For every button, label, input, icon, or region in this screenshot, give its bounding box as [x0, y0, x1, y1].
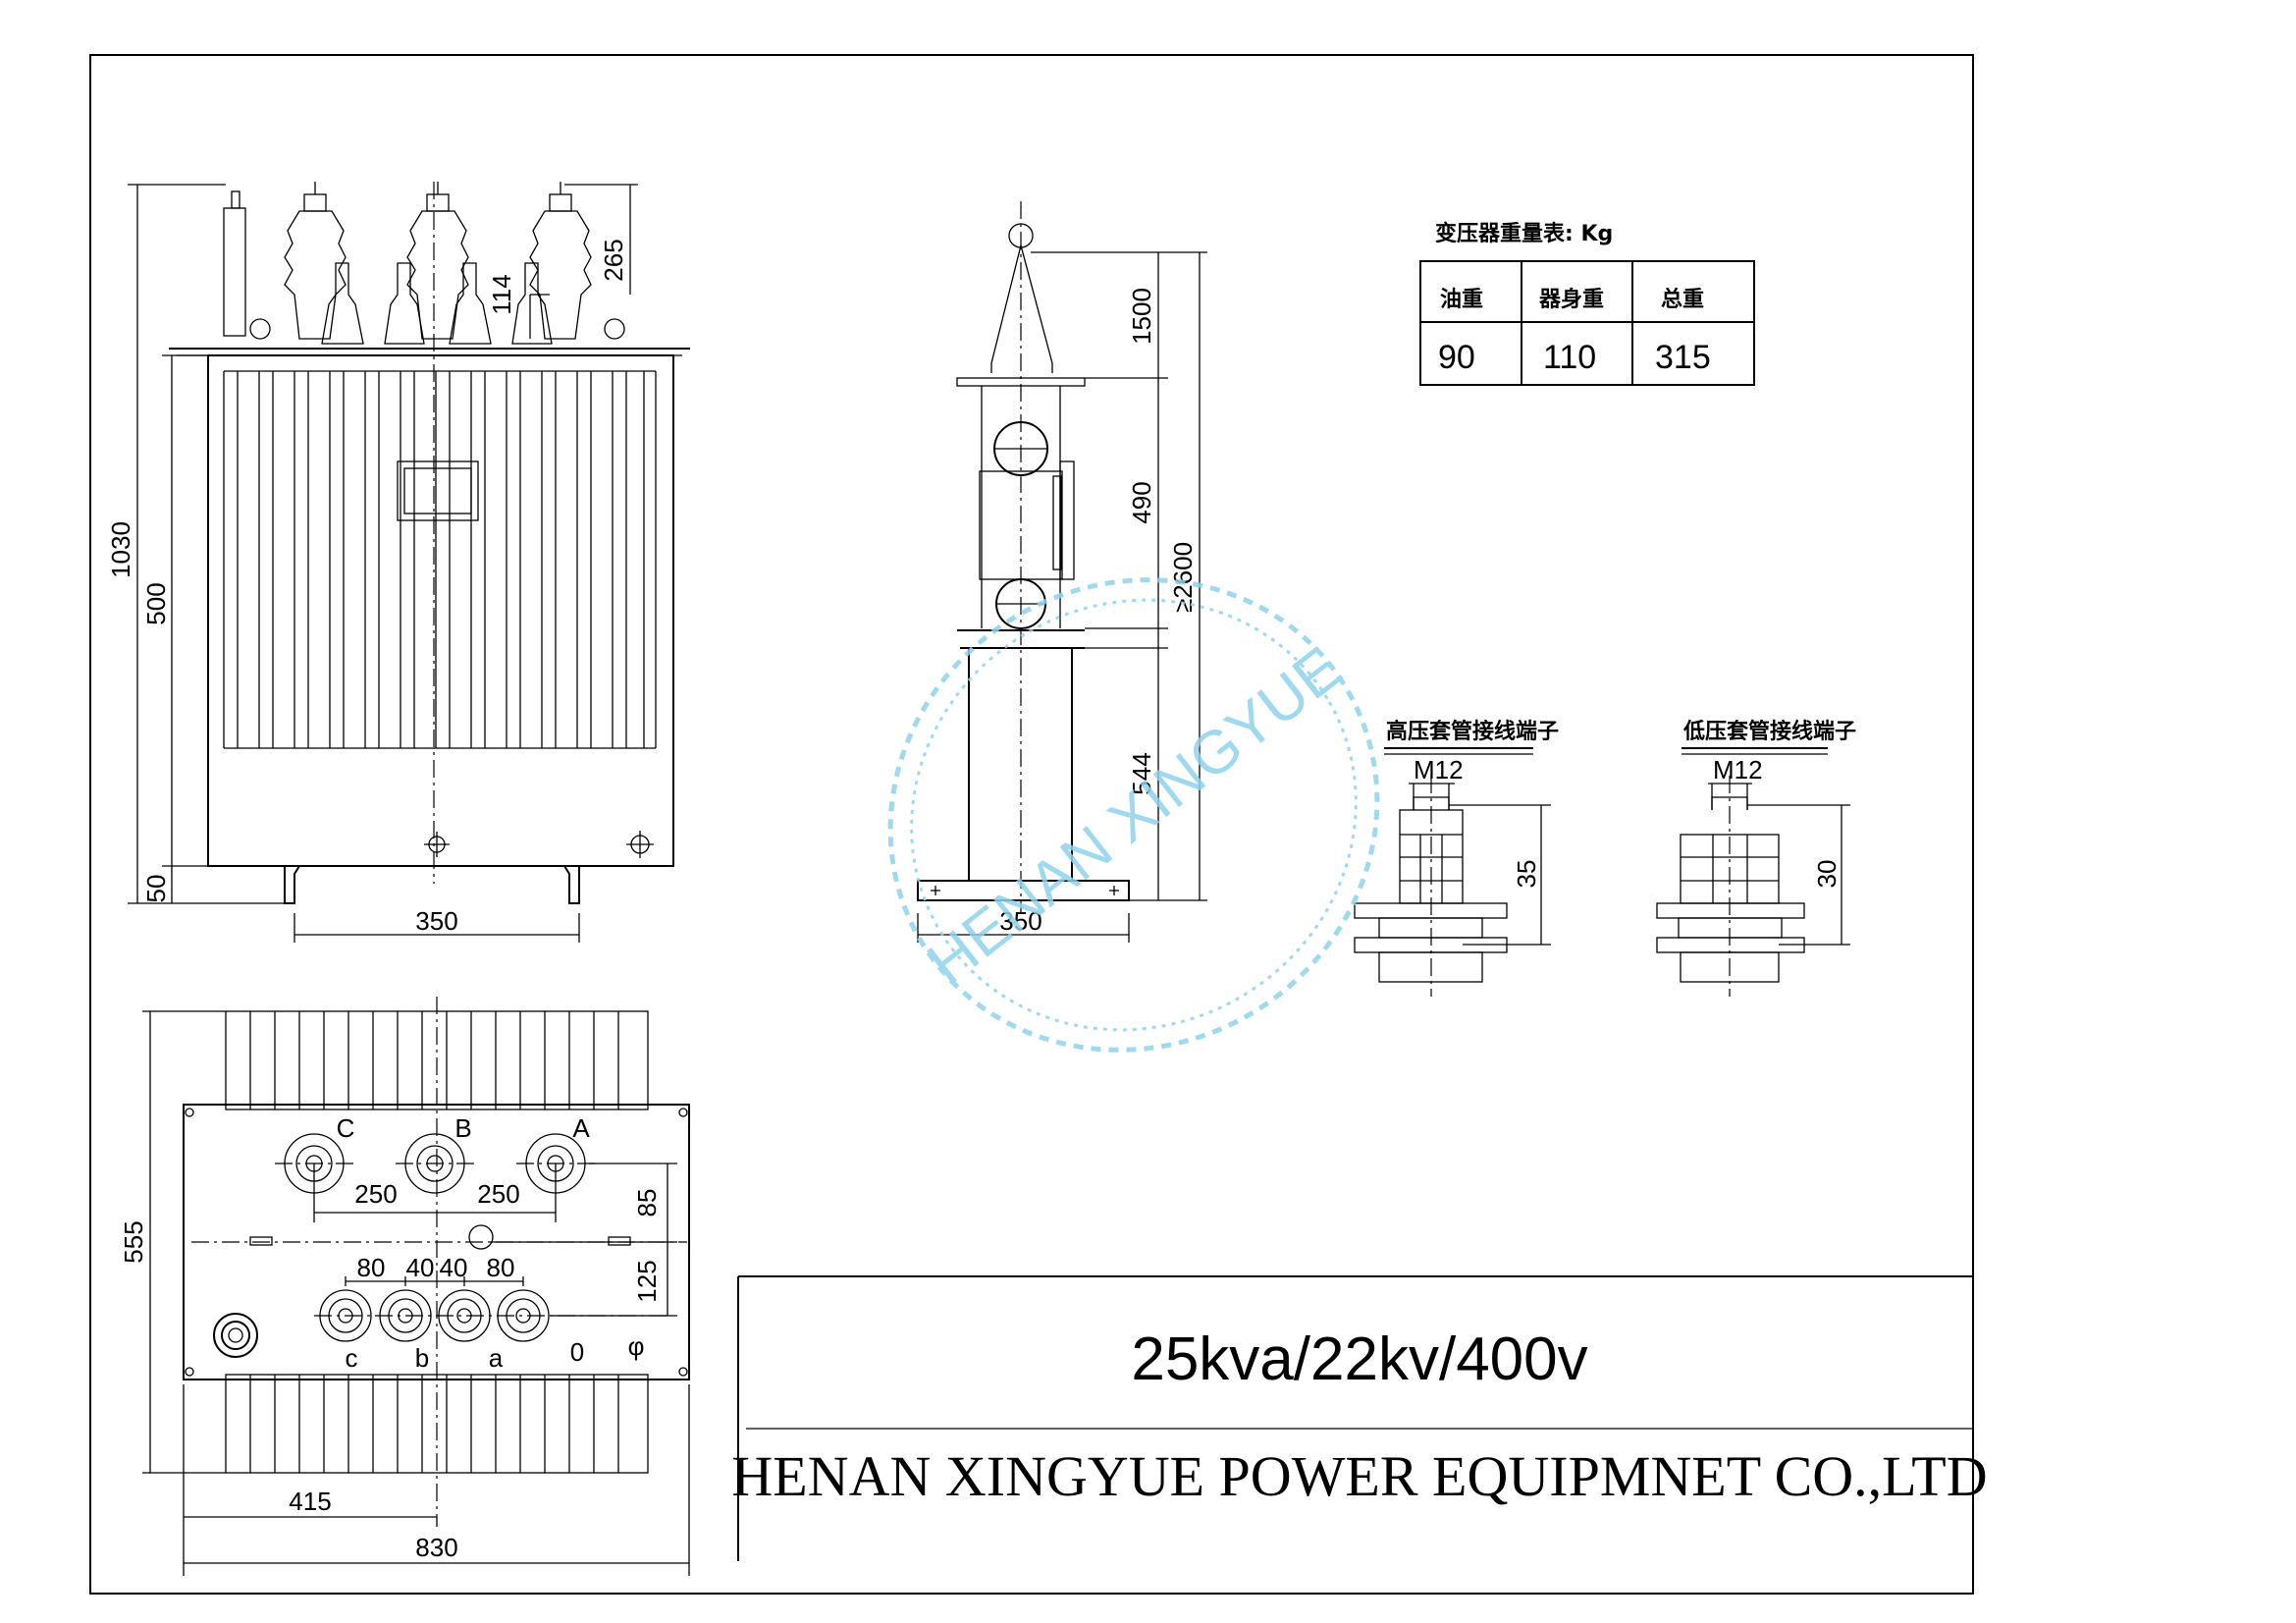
dim-125: 125 — [632, 1260, 662, 1302]
lv-terminal-height: 30 — [1812, 860, 1842, 889]
weight-table-title: 变压器重量表: Kg — [1435, 221, 1613, 246]
weight-header-body: 器身重 — [1538, 287, 1604, 312]
dim-hv-spacing-1: 250 — [354, 1179, 397, 1209]
hv-label-b: B — [454, 1113, 471, 1143]
dim-core: 490 — [1127, 481, 1156, 523]
ground-symbol: φ — [628, 1331, 645, 1361]
front-dimensions — [128, 184, 638, 943]
lv-label-b: b — [415, 1343, 429, 1373]
dim-555: 555 — [119, 1220, 148, 1263]
hv-bushings-top — [275, 1133, 595, 1194]
oil-gauge — [223, 207, 246, 337]
lv-thread-label: M12 — [1713, 755, 1763, 784]
lv-bushings-front — [321, 262, 553, 345]
dim-rail: 350 — [415, 906, 457, 936]
dim-base: 50 — [141, 875, 171, 903]
hv-terminal-title: 高压套管接线端子 — [1386, 719, 1559, 744]
top-view: C B A c b a 0 φ — [119, 997, 690, 1576]
dim-tank: 544 — [1127, 752, 1156, 794]
tank-body — [207, 354, 674, 867]
dim-lv-bushing: 114 — [487, 274, 516, 314]
weight-value-total: 315 — [1655, 339, 1711, 376]
hv-thread-label: M12 — [1414, 755, 1464, 784]
hv-terminal-height: 35 — [1512, 860, 1541, 889]
hv-bushings-front — [284, 182, 592, 340]
dim-lv-1: 80 — [357, 1253, 386, 1282]
lv-terminal-detail: 低压套管接线端子 M12 30 — [1656, 719, 1856, 997]
dim-rail-lifting: 350 — [999, 906, 1041, 936]
dim-sling: 1500 — [1127, 288, 1156, 345]
lv-bushings-top — [314, 1289, 667, 1342]
front-view: 1030 500 50 265 114 350 — [106, 182, 690, 943]
dim-height-total: 1030 — [106, 521, 135, 578]
dim-lv-3: 40 — [440, 1253, 468, 1282]
weight-table: 变压器重量表: Kg 油重 器身重 总重 90 110 315 — [1419, 221, 1755, 386]
dim-tank-height: 500 — [141, 582, 171, 624]
top-dimensions — [142, 1010, 690, 1576]
radiator-fins-top — [225, 1010, 649, 1474]
lv-terminal-title: 低压套管接线端子 — [1682, 719, 1856, 744]
lv-label-a: a — [489, 1343, 504, 1373]
weight-value-oil: 90 — [1438, 339, 1475, 376]
weight-header-oil: 油重 — [1440, 288, 1483, 312]
rating-text: 25kva/22kv/400v — [1131, 1325, 1587, 1393]
weight-header-total: 总重 — [1661, 287, 1704, 312]
nameplate — [397, 460, 479, 521]
company-name: HENAN XINGYUE POWER EQUIPMNET CO.,LTD — [731, 1444, 1987, 1508]
watermark: HENAN XINGYUE — [887, 577, 1380, 1053]
dim-bushing: 265 — [599, 239, 628, 281]
weight-value-body: 110 — [1543, 339, 1596, 376]
lv-label-c: c — [346, 1343, 358, 1373]
lifting-view: 1500 490 544 ≥2600 350 — [917, 201, 1207, 943]
hv-label-c: C — [337, 1113, 355, 1143]
lv-label-neutral: 0 — [570, 1337, 584, 1367]
title-block: 25kva/22kv/400v HENAN XINGYUE POWER EQUI… — [731, 1275, 1988, 1561]
hv-label-a: A — [572, 1113, 590, 1143]
radiator-fins-front — [223, 370, 657, 749]
dim-hv-spacing-2: 250 — [477, 1179, 519, 1209]
dim-lv-4: 80 — [487, 1253, 515, 1282]
watermark-text: HENAN XINGYUE — [915, 634, 1354, 998]
dim-830: 830 — [415, 1533, 457, 1562]
dim-85: 85 — [632, 1189, 662, 1217]
dim-415: 415 — [289, 1487, 331, 1516]
hv-terminal-detail: 高压套管接线端子 M12 35 — [1354, 719, 1559, 997]
dim-lv-2: 40 — [406, 1253, 435, 1282]
sheet-border — [89, 54, 1974, 1595]
oil-valve — [213, 1313, 258, 1358]
